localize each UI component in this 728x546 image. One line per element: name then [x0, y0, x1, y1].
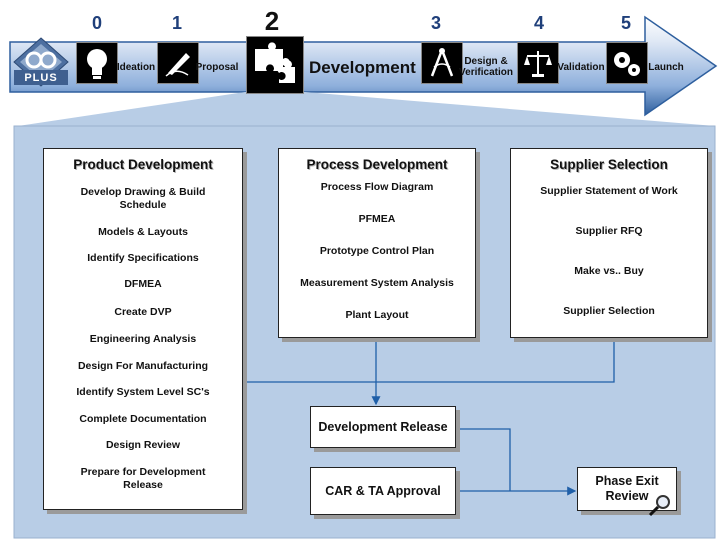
- phase-2-number: 2: [264, 6, 280, 36]
- compass-icon: [421, 42, 463, 84]
- phase-5-number: 5: [620, 13, 631, 33]
- phase-3-label-line1: Design &: [464, 56, 508, 67]
- product-development-title: Product Development: [73, 157, 213, 172]
- pd-item-complete-documentation: Complete Documentation: [79, 413, 207, 425]
- pd-item-drawing-schedule-line2: Schedule: [119, 199, 167, 211]
- phase-exit-review-line2: Review: [605, 489, 649, 503]
- pd-item-drawing-schedule: Develop Drawing & Build Schedule: [44, 186, 242, 212]
- phase-4-number: 4: [533, 13, 544, 33]
- phase-3-label-line2: Verification: [459, 67, 513, 78]
- pd-item-drawing-schedule-line1: Develop Drawing & Build: [80, 186, 206, 198]
- pd-item-design-review: Design Review: [105, 439, 181, 451]
- product-development-box: Product Development Develop Drawing & Bu…: [43, 148, 243, 510]
- development-release-box: Development Release: [310, 406, 456, 448]
- phase-arrow-banner: [9, 15, 718, 117]
- proc-item-prototype-control-plan: Prototype Control Plan: [319, 245, 435, 257]
- pd-item-create-dvp: Create DVP: [114, 306, 172, 318]
- pd-item-dfmea: DFMEA: [124, 278, 162, 290]
- proc-item-plant-layout: Plant Layout: [345, 309, 409, 321]
- sup-item-make-vs-buy: Make vs.. Buy: [574, 265, 644, 277]
- phase-2-label: Development: [309, 58, 416, 77]
- cross-connectors: [243, 338, 615, 496]
- logo-text: PLUS: [24, 72, 58, 84]
- sup-item-supplier-selection: Supplier Selection: [563, 305, 655, 317]
- panel-connector: [18, 92, 715, 126]
- pd-item-models-layouts: Models & Layouts: [98, 226, 188, 238]
- pd-item-identify-specifications: Identify Specifications: [87, 252, 199, 264]
- phase-1-number: 1: [171, 13, 182, 33]
- pd-item-prepare-release-line2: Release: [123, 479, 163, 491]
- sup-item-rfq: Supplier RFQ: [575, 225, 643, 237]
- phase-3-label: Design & Verification: [456, 56, 516, 78]
- gears-icon: [606, 42, 648, 84]
- pd-item-identify-system-scs: Identify System Level SC's: [76, 386, 210, 398]
- pd-item-prepare-release-line1: Prepare for Development: [80, 466, 206, 478]
- supplier-selection-box: Supplier Selection Supplier Statement of…: [510, 148, 708, 338]
- supplier-selection-title: Supplier Selection: [550, 157, 668, 172]
- proc-item-pfmea: PFMEA: [358, 213, 396, 225]
- pd-item-design-for-manufacturing: Design For Manufacturing: [77, 360, 209, 372]
- phase-3-number: 3: [430, 13, 441, 33]
- magnifier-icon: [648, 494, 672, 518]
- pd-item-prepare-release: Prepare for Development Release: [44, 466, 242, 492]
- scale-icon: [517, 42, 559, 84]
- phase-0-label: Ideation: [116, 62, 156, 73]
- phase-exit-review-line1: Phase Exit: [595, 474, 659, 488]
- puzzle-icon: [246, 36, 304, 94]
- proc-item-msa: Measurement System Analysis: [300, 277, 454, 289]
- process-development-title: Process Development: [306, 157, 448, 172]
- company-logo: PLUS: [10, 36, 72, 88]
- process-development-box: Process Development Process Flow Diagram…: [278, 148, 476, 338]
- car-ta-approval-box: CAR & TA Approval: [310, 467, 456, 515]
- phase-4-label: Validation: [557, 62, 605, 73]
- phase-5-label: Launch: [648, 62, 684, 73]
- pen-icon: [157, 42, 199, 84]
- lightbulb-icon: [76, 42, 118, 84]
- proc-item-flow-diagram: Process Flow Diagram: [320, 181, 434, 193]
- pd-item-engineering-analysis: Engineering Analysis: [89, 333, 197, 345]
- phase-1-label: Proposal: [195, 62, 239, 73]
- logo-graphic: [13, 37, 69, 87]
- sup-item-statement-of-work: Supplier Statement of Work: [540, 185, 678, 197]
- phase-0-number: 0: [91, 13, 102, 33]
